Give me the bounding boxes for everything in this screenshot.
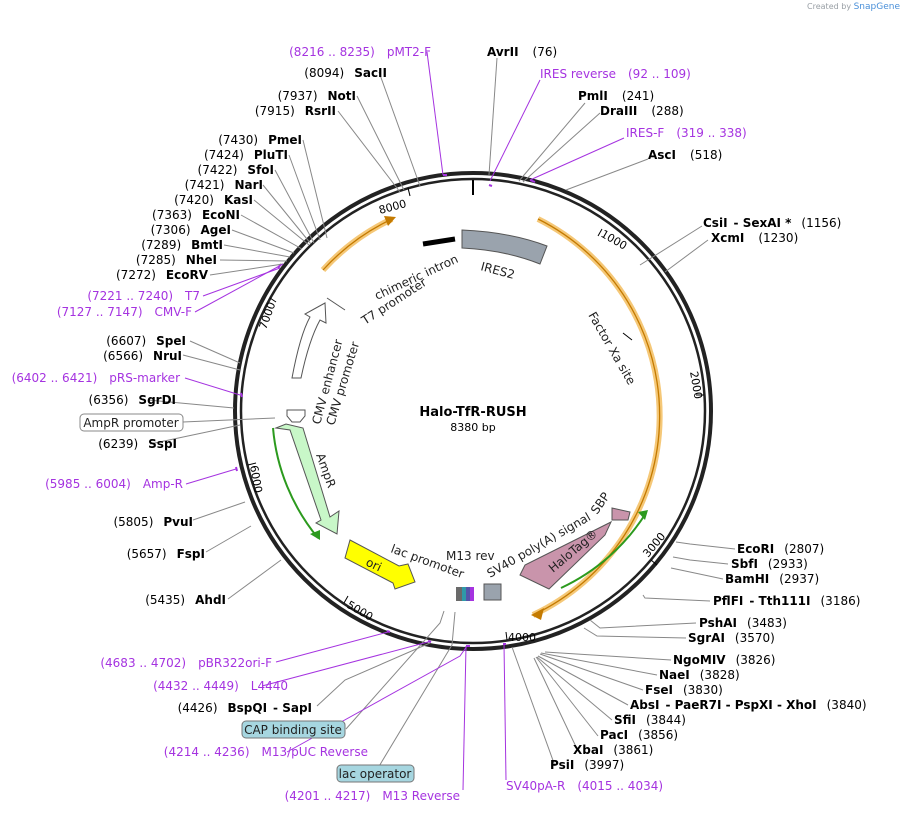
site-fsei: FseI(3830) (645, 683, 723, 697)
factor-xa-mark (622, 332, 633, 341)
site-sbfi: SbfI(2933) (731, 557, 808, 571)
box-lac-operator: lac operator (336, 764, 415, 783)
plasmid-name: Halo-TfR-RUSH (419, 405, 526, 420)
snapgene-credit: Created by SnapGene (807, 2, 900, 12)
site-xcmi: XcmI(1230) (711, 231, 798, 245)
site-nrui: (6566)NruI (103, 349, 182, 363)
factor-xa-label: Factor Xa site (585, 310, 638, 388)
site-sgrai: SgrAI(3570) (688, 631, 775, 645)
site-paci: PacI(3856) (600, 728, 678, 742)
site-sv40pa-r: SV40pA-R(4015 .. 4034) (506, 779, 663, 793)
green-arc-ampr (272, 427, 320, 540)
site-pluti: (7424)PluTI (204, 148, 288, 162)
site-nari: (7421)NarI (185, 178, 263, 192)
ampr-promoter-text: AmpR promoter (83, 416, 178, 430)
enzyme-labels-left: (8216 .. 8235)pMT2-F (8094)SacII (7937)N… (12, 45, 460, 803)
site-bamhi: BamHI(2937) (725, 572, 819, 586)
site-sfii: SfiI(3844) (614, 713, 686, 727)
site-kasi: (7420)KasI (174, 193, 253, 207)
site-pmli: PmlI(241) (578, 89, 654, 103)
site-ngomiv: NgoMIV(3826) (673, 653, 775, 667)
site-avrii: AvrII(76) (487, 45, 557, 59)
site-agei: (7306)AgeI (151, 223, 231, 237)
site-l4440: (4432 .. 4449)L4440 (153, 679, 288, 693)
site-bspqi: (4426)BspQI- SapI (178, 701, 312, 715)
tick-8000: 8000 (377, 197, 407, 217)
site-fspi: (5657)FspI (127, 547, 205, 561)
t7-promoter-mark (326, 297, 346, 311)
ires2-label: IRES2 (479, 259, 516, 282)
site-pshai: PshAI(3483) (699, 616, 787, 630)
site-pmt2-f: (8216 .. 8235)pMT2-F (289, 45, 431, 59)
ampr-promoter-feature (286, 409, 306, 423)
tick-4000: 4000 (508, 631, 536, 644)
sv40-feature (483, 583, 502, 601)
plasmid-size: 8380 bp (450, 421, 495, 434)
orange-arc-top (320, 216, 396, 273)
ori-label: ori (364, 555, 384, 574)
site-psii: PsiI(3997) (550, 758, 624, 772)
site-noti: (7937)NotI (278, 89, 356, 103)
ires-marker (422, 236, 456, 247)
site-asci: AscI(518) (648, 148, 722, 162)
backbone (233, 171, 713, 651)
site-amp-r: (5985 .. 6004)Amp-R (45, 477, 183, 491)
cmv-promoter-feature (291, 302, 327, 379)
site-ires-f: IRES-F(319 .. 338) (626, 126, 747, 140)
snapgene-logo: SnapGene (853, 2, 900, 12)
site-sfoi: (7422)SfoI (198, 163, 274, 177)
site-bmti: (7289)BmtI (141, 238, 223, 252)
site-ahdi: (5435)AhdI (145, 593, 226, 607)
ires2-feature (461, 229, 548, 265)
site-csii: CsiI- SexAI *(1156) (703, 216, 841, 230)
site-pbr322ori-f: (4683 .. 4702)pBR322ori-F (100, 656, 272, 670)
site-ires-reverse: IRES reverse(92 .. 109) (540, 67, 691, 81)
cap-binding-text: CAP binding site (244, 723, 342, 737)
orange-arc-right (531, 216, 663, 620)
site-pvui: (5805)PvuI (113, 515, 193, 529)
site-absi: AbsI- PaeR7I - PspXI - XhoI(3840) (630, 698, 867, 712)
site-cmv-f: (7127 .. 7147)CMV-F (57, 305, 192, 319)
green-arc-halotag (560, 510, 648, 589)
scale-ticks: 1000 2000 3000 4000 5000 6000 7000 8000 (247, 187, 705, 644)
site-m13-reverse: (4201 .. 4217)M13 Reverse (285, 789, 460, 803)
ori-feature (344, 539, 416, 590)
m13rev-label: M13 rev (446, 549, 495, 563)
site-pflfi: PflFI- Tth111I(3186) (713, 594, 860, 608)
site-sacii: (8094)SacII (304, 66, 387, 80)
enzyme-connectors (147, 57, 736, 774)
site-sspi: (6239)SspI (98, 437, 177, 451)
sbp-label: SBP (588, 490, 613, 517)
lac-region-features (456, 587, 474, 601)
enzyme-labels-right: AvrII(76) IRES reverse(92 .. 109) PmlI(2… (487, 45, 867, 793)
primer-connectors (184, 51, 625, 791)
site-econi: (7363)EcoNI (152, 208, 240, 222)
site-m13-puc-reverse: (4214 .. 4236)M13/pUC Reverse (164, 745, 368, 759)
box-cap-binding: CAP binding site (241, 720, 346, 739)
site-t7: (7221 .. 7240)T7 (87, 289, 200, 303)
lac-operator-text: lac operator (339, 767, 412, 781)
credit-text: Created by (807, 2, 852, 11)
site-spei: (6607)SpeI (106, 334, 186, 348)
site-draiii: DraIII(288) (600, 104, 684, 118)
tick-1000: 1000 (599, 227, 630, 252)
site-nhei: (7285)NheI (136, 253, 217, 267)
site-sgrdi: (6356)SgrDI (89, 393, 176, 407)
tick-6000: 6000 (247, 464, 265, 494)
site-xbai: XbaI(3861) (573, 743, 653, 757)
site-ecorv: (7272)EcoRV (116, 268, 209, 282)
tick-2000: 2000 (687, 370, 705, 400)
site-naei: NaeI(3828) (659, 668, 740, 682)
site-prs-marker: (6402 .. 6421)pRS-marker (12, 371, 180, 385)
halotag-feature (519, 520, 613, 590)
site-ecori: EcoRI(2807) (737, 542, 824, 556)
primer-marks (235, 174, 536, 647)
site-pmei: (7430)PmeI (218, 133, 302, 147)
site-rsrii: (7915)RsrII (255, 104, 336, 118)
box-ampr-promoter: AmpR promoter (79, 413, 184, 432)
sbp-feature (611, 507, 631, 521)
ampr-feature (274, 423, 340, 535)
